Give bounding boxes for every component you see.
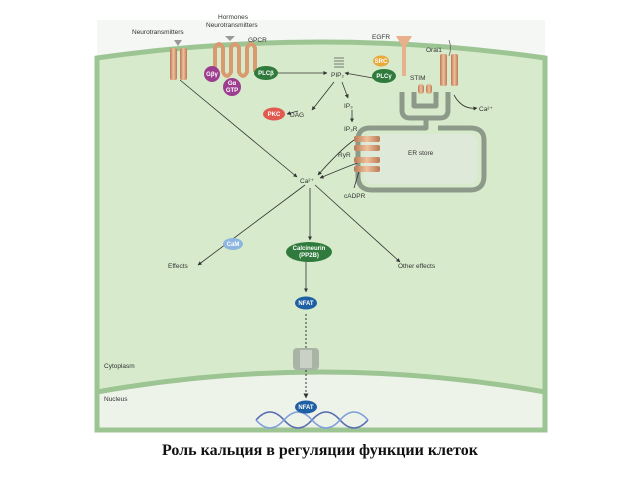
plcg-label: PLCγ	[376, 74, 392, 80]
stim-label: STIM	[410, 75, 426, 82]
calcineurin-pill: Calcineurin (PP2B)	[286, 242, 332, 262]
nfat-nucleus-label: NFAT	[298, 405, 314, 411]
pkc-pill: PKC	[263, 107, 285, 121]
figure-caption: Роль кальция в регуляции функции клеток	[162, 442, 478, 459]
egfr-label: EGFR	[372, 34, 390, 41]
cam-pill: CaM	[223, 238, 243, 250]
other-effects-label: Other effects	[398, 263, 436, 270]
stim-protein	[418, 84, 432, 94]
nfat-nucleus-pill: NFAT	[295, 400, 317, 414]
ryr-label: RyR	[338, 152, 351, 159]
neurotransmitters-label: Neurotransmitters	[132, 29, 184, 36]
nfat-label: NFAT	[298, 301, 314, 307]
nucleus-label: Nucleus	[104, 396, 128, 403]
orai1-label: Orai1	[426, 47, 442, 54]
er-lumen	[364, 134, 478, 184]
ca-outside-label: Ca²⁺	[479, 106, 493, 113]
effects-label: Effects	[168, 263, 189, 270]
pp2b-label: (PP2B)	[299, 253, 319, 259]
orai1-channel	[440, 39, 458, 86]
gpcr-receptor	[213, 36, 257, 78]
neurotransmitter-channel	[170, 40, 187, 80]
pathway-arrows	[179, 71, 478, 293]
galpha-pill: Gα GTP	[223, 78, 241, 96]
dag-label: DAG	[290, 112, 304, 119]
nucleus-region	[94, 369, 548, 433]
gbg-pill: Gβγ	[204, 66, 220, 82]
src-pill: SRC	[373, 55, 389, 67]
pip2-label: PIP₂	[331, 72, 344, 79]
gpcr-label: GPCR	[248, 37, 267, 44]
galpha-label: Gα	[228, 81, 237, 87]
cam-label: CaM	[227, 242, 240, 248]
ip3-label: IP₃	[344, 103, 353, 110]
egfr-receptor	[396, 36, 412, 76]
dna-helix	[255, 411, 369, 429]
pkc-label: PKC	[268, 112, 281, 118]
er-store	[355, 92, 487, 193]
src-label: SRC	[375, 59, 388, 65]
ca-center-label: Ca²⁺	[300, 178, 314, 185]
cadpr-label: cADPR	[344, 193, 366, 200]
membrane-lipid-icon	[334, 57, 344, 68]
calcineurin-label: Calcineurin	[293, 246, 326, 252]
hormones-neurotransmitters-label: Neurotransmitters	[206, 22, 258, 29]
hormones-label: Hormones	[218, 14, 249, 21]
ip3r-channel	[354, 136, 380, 151]
nfat-cytoplasm-pill: NFAT	[295, 296, 317, 310]
er-store-label: ER store	[408, 150, 434, 157]
gbg-label: Gβγ	[206, 72, 218, 78]
nuclear-pore	[293, 348, 319, 370]
plcg-pill: PLCγ	[372, 69, 396, 83]
ryr-channel	[354, 157, 380, 172]
plcb-label: PLCβ	[258, 71, 274, 77]
plcb-pill: PLCβ	[254, 66, 278, 80]
gtp-label: GTP	[226, 88, 238, 94]
cytoplasm-label: Cytoplasm	[104, 363, 135, 370]
ip3r-label: IP₃R	[344, 126, 358, 133]
